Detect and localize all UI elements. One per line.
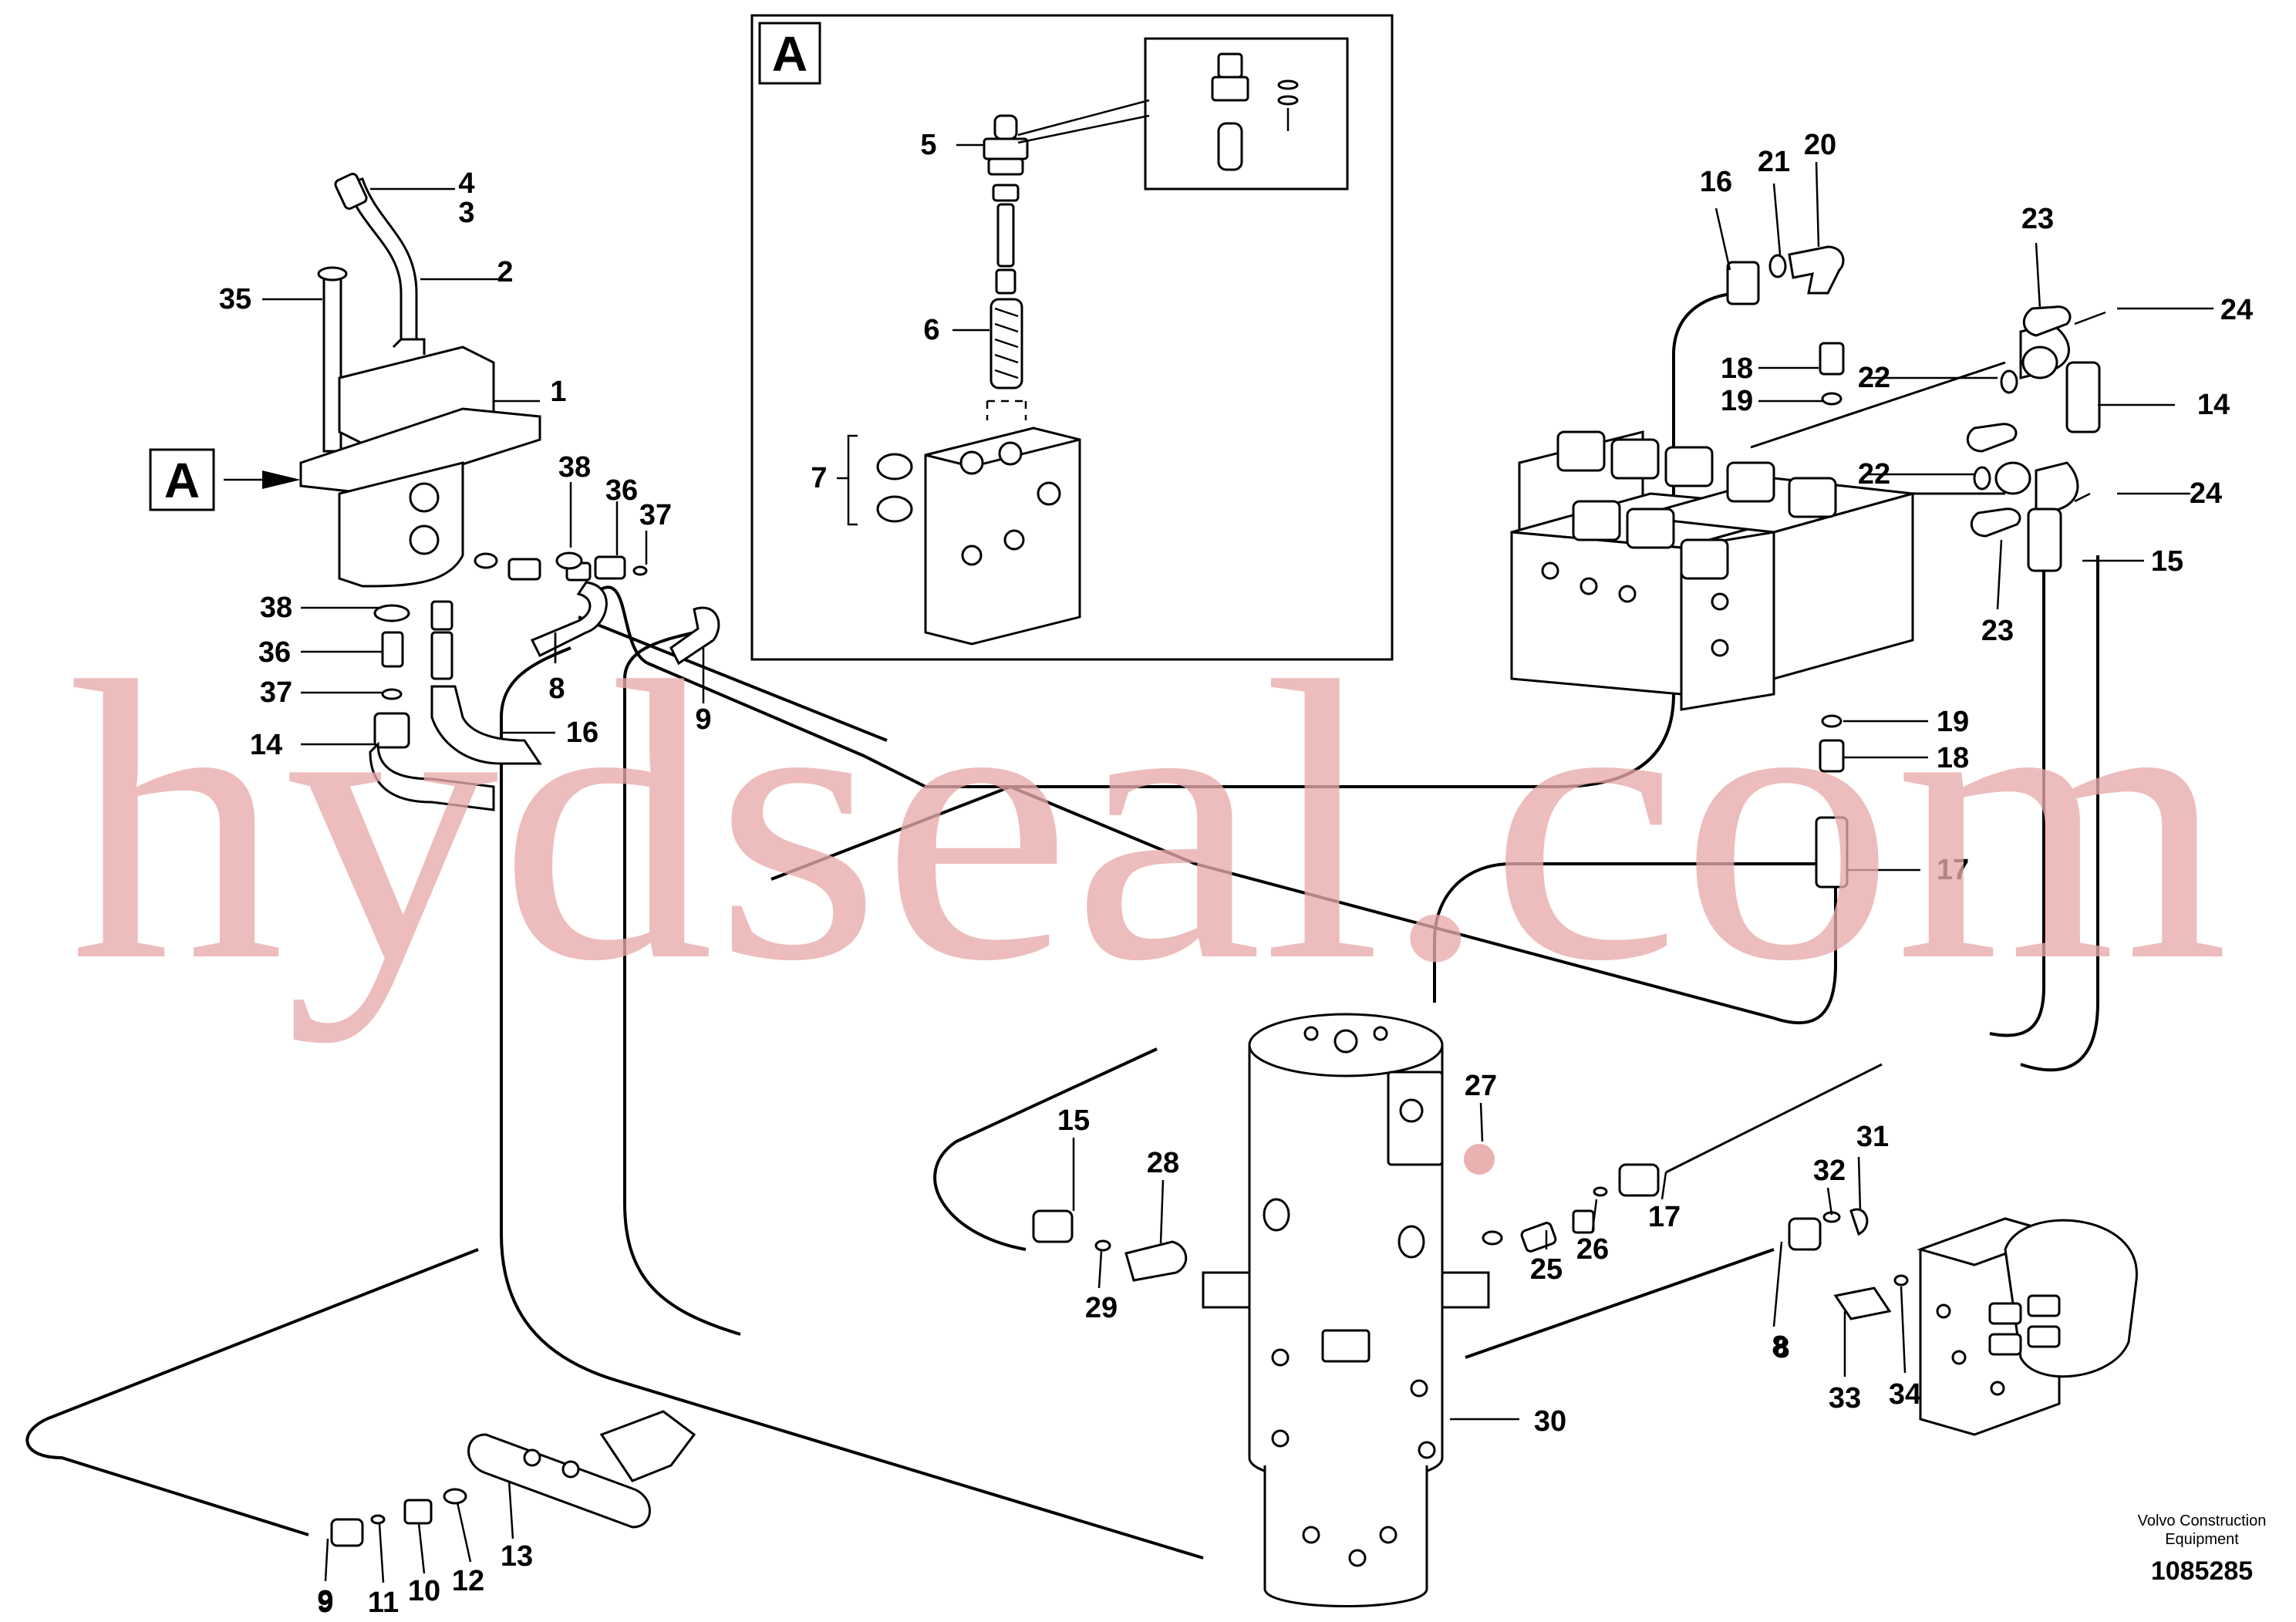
part-label-36: 36	[258, 636, 291, 669]
part-label-14: 14	[250, 729, 282, 761]
part-label-13: 13	[501, 1540, 533, 1573]
part-label-31: 31	[1856, 1121, 1889, 1153]
part-label-8: 8	[1773, 1332, 1789, 1364]
bottom-right-valve	[1917, 1217, 2138, 1436]
part-label-7: 7	[811, 462, 827, 494]
part-label-8: 8	[548, 673, 565, 705]
lever-fittings	[369, 551, 720, 811]
control-lever-assembly	[299, 173, 541, 588]
part-label-32: 32	[1813, 1155, 1846, 1187]
part-label-29: 29	[1085, 1292, 1118, 1324]
document-number: 1085285	[2151, 1556, 2253, 1586]
part-label-3: 3	[458, 197, 474, 229]
part-label-34: 34	[1889, 1378, 1921, 1411]
swivel-fittings	[1032, 1163, 1909, 1320]
callout-letter: A	[164, 453, 200, 508]
part-label-23: 23	[1981, 615, 2014, 647]
part-label-16: 16	[1700, 166, 1732, 198]
leader-lines	[224, 99, 2213, 1583]
part-label-9: 9	[695, 703, 711, 736]
part-label-24: 24	[2190, 477, 2222, 510]
part-label-26: 26	[1576, 1233, 1609, 1266]
part-label-18: 18	[1937, 742, 1969, 774]
part-label-1: 1	[550, 376, 566, 408]
part-label-21: 21	[1758, 146, 1790, 178]
part-label-15: 15	[1057, 1104, 1090, 1137]
part-label-33: 33	[1829, 1382, 1861, 1415]
part-label-20: 20	[1804, 129, 1836, 161]
part-label-4: 4	[458, 167, 474, 200]
part-label-35: 35	[219, 283, 251, 315]
swivel-joint	[1202, 1013, 1490, 1607]
part-label-37: 37	[639, 499, 672, 531]
credit-line-1: Volvo Construction	[2138, 1512, 2267, 1529]
part-label-9: 9	[317, 1585, 333, 1617]
part-label-27: 27	[1465, 1070, 1497, 1102]
callout-a-main: A	[149, 448, 215, 511]
part-label-23: 23	[2021, 203, 2054, 235]
valve-bank	[1510, 430, 1914, 711]
bracket	[330, 1410, 696, 1547]
part-label-22: 22	[1858, 458, 1890, 491]
detail-a-box	[750, 14, 1394, 661]
part-label-28: 28	[1147, 1147, 1179, 1179]
part-label-22: 22	[1858, 362, 1890, 394]
part-label-19: 19	[1937, 706, 1969, 738]
part-label-2: 2	[497, 256, 513, 288]
part-label-38: 38	[558, 451, 591, 484]
part-label-10: 10	[408, 1575, 440, 1607]
valve-bank-fittings	[1726, 245, 2106, 889]
hose-routing	[25, 292, 2099, 1560]
part-label-25: 25	[1530, 1253, 1563, 1286]
part-label-14: 14	[2197, 389, 2230, 421]
part-label-6: 6	[923, 314, 939, 346]
part-label-19: 19	[1721, 385, 1753, 417]
part-label-17: 17	[1648, 1201, 1681, 1233]
part-label-17: 17	[1937, 854, 1969, 886]
part-label-24: 24	[2220, 294, 2253, 326]
part-label-11: 11	[368, 1587, 399, 1619]
part-label-36: 36	[605, 474, 638, 507]
marker-dot	[1464, 1144, 1495, 1175]
part-label-30: 30	[1534, 1405, 1566, 1438]
part-label-5: 5	[920, 129, 936, 161]
credit-line-2: Equipment	[2165, 1531, 2239, 1548]
watermark: hydseal.com	[69, 600, 2229, 1044]
part-label-12: 12	[452, 1565, 484, 1597]
part-label-9: 9	[317, 1587, 333, 1619]
part-label-15: 15	[2151, 545, 2183, 578]
detail-callout-letter: A	[772, 26, 807, 82]
part-label-38: 38	[260, 592, 292, 624]
part-label-8: 8	[1772, 1330, 1788, 1363]
part-label-18: 18	[1721, 352, 1753, 385]
part-label-37: 37	[260, 676, 292, 709]
part-label-16: 16	[566, 717, 598, 749]
credit-block: Volvo Construction Equipment 1085285	[2138, 1512, 2267, 1586]
